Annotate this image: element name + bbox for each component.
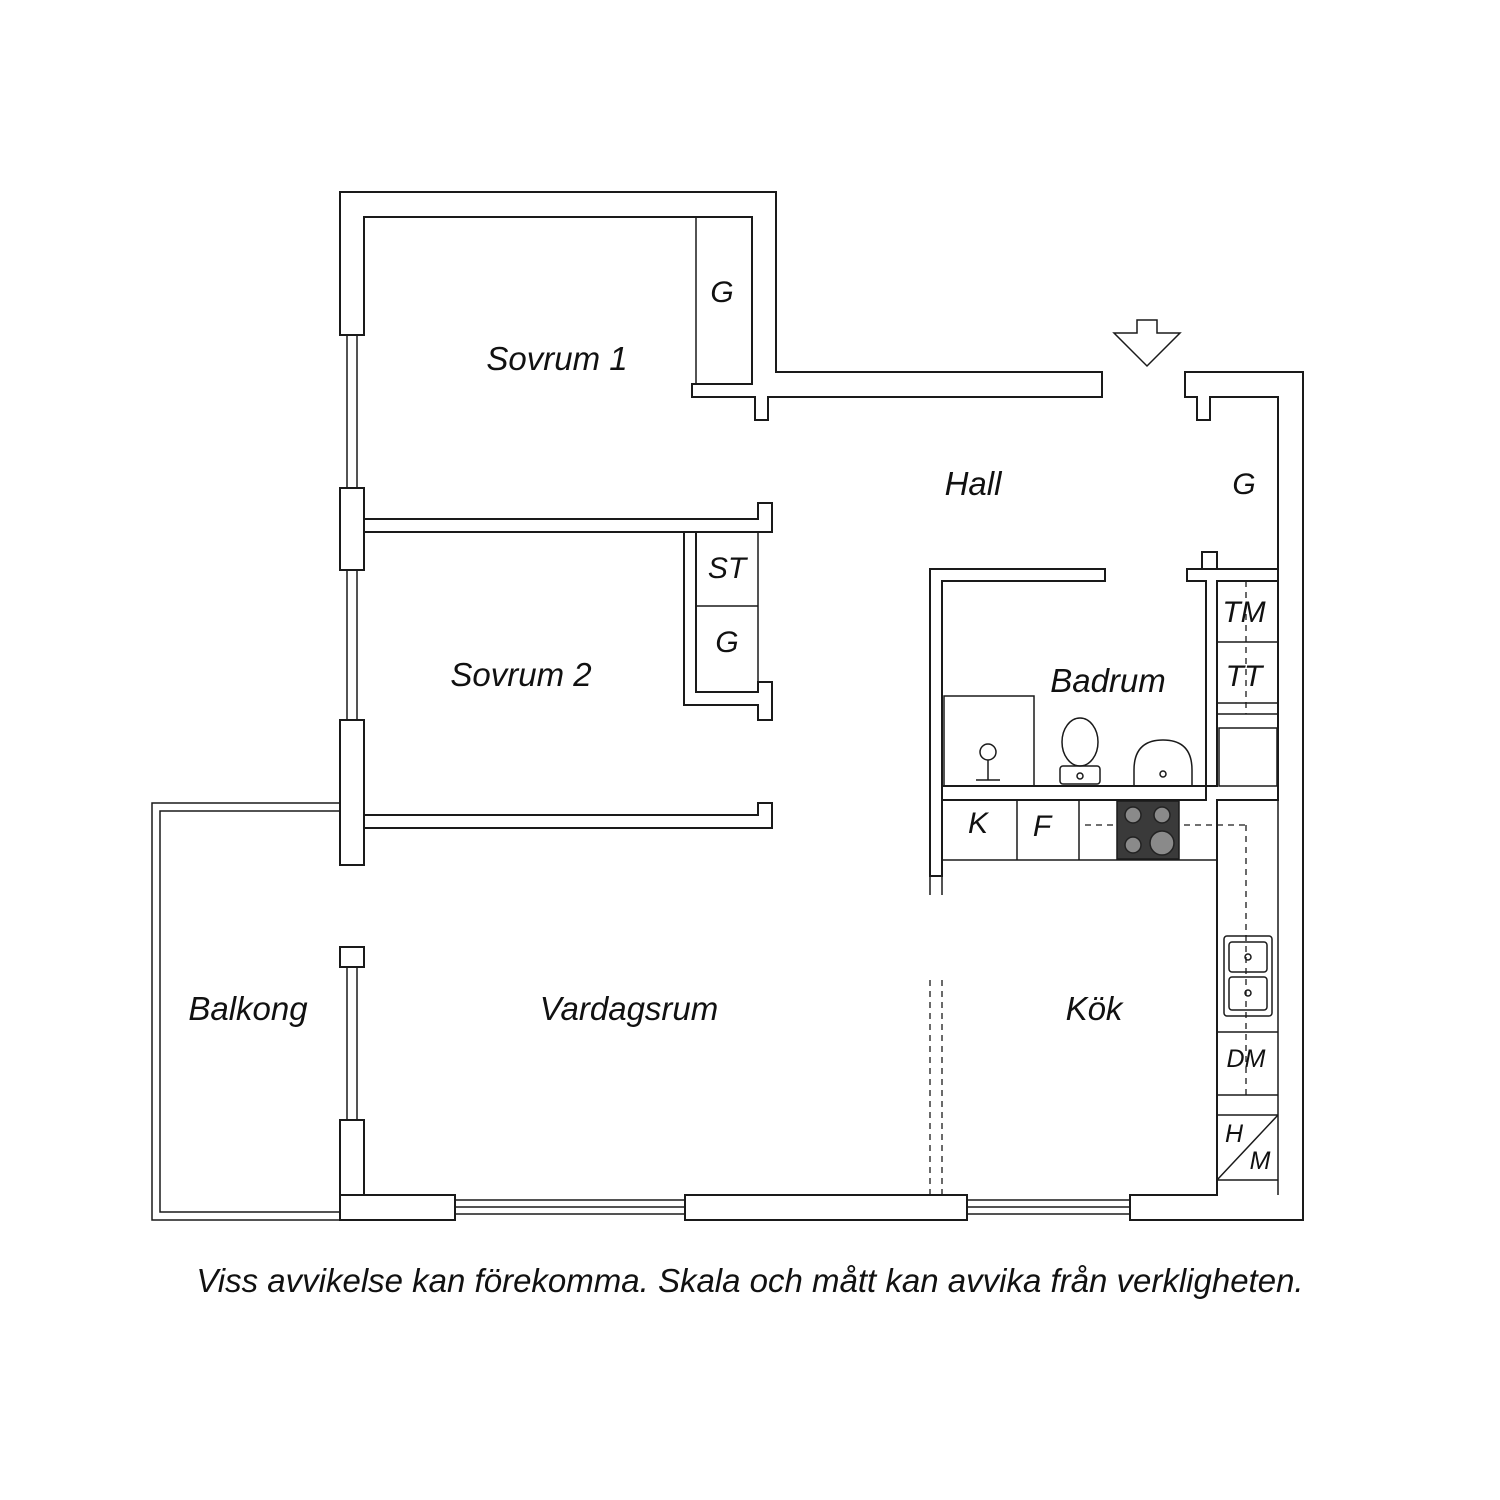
washing-machine-label: TM [1222, 596, 1265, 629]
wardrobe-label-hall: G [1232, 468, 1255, 501]
room-label-badrum: Badrum [1050, 662, 1166, 699]
cabinet-label-m: M [1250, 1147, 1271, 1175]
laundry-column [1216, 580, 1279, 787]
cabinet-label-h: H [1225, 1120, 1244, 1148]
entrance-arrow-icon [1112, 319, 1182, 368]
kitchen-counter [942, 799, 1279, 1195]
room-label-balkong: Balkong [188, 990, 308, 1027]
disclaimer-text: Viss avvikelse kan förekomma. Skala och … [196, 1262, 1304, 1299]
room-label-sovrum-1: Sovrum 1 [486, 340, 627, 377]
storage-label-st: ST [708, 552, 749, 585]
room-divider-dashes [929, 980, 943, 1195]
balcony-outline [151, 802, 340, 1221]
fridge-label: K [968, 807, 990, 840]
bathroom-fixtures [943, 695, 1193, 787]
dryer-label: TT [1226, 660, 1265, 693]
wardrobe-label-sovrum-2: G [715, 626, 738, 659]
dishwasher-label: DM [1227, 1045, 1266, 1073]
washbasin-icon [1133, 739, 1193, 786]
freezer-label: F [1033, 810, 1053, 843]
stove-icon [1116, 800, 1180, 860]
wardrobe-label-sovrum-1: G [710, 276, 733, 309]
outer-walls [339, 191, 1304, 1221]
toilet-icon [1059, 717, 1101, 785]
interior-walls [363, 216, 1279, 895]
room-label-kok: Kök [1066, 990, 1124, 1027]
shower-icon [976, 743, 1000, 781]
room-label-hall: Hall [945, 465, 1004, 502]
room-label-sovrum-2: Sovrum 2 [450, 656, 591, 693]
room-label-vardagsrum: Vardagsrum [540, 990, 719, 1027]
kitchen-sink-icon [1223, 935, 1273, 1017]
